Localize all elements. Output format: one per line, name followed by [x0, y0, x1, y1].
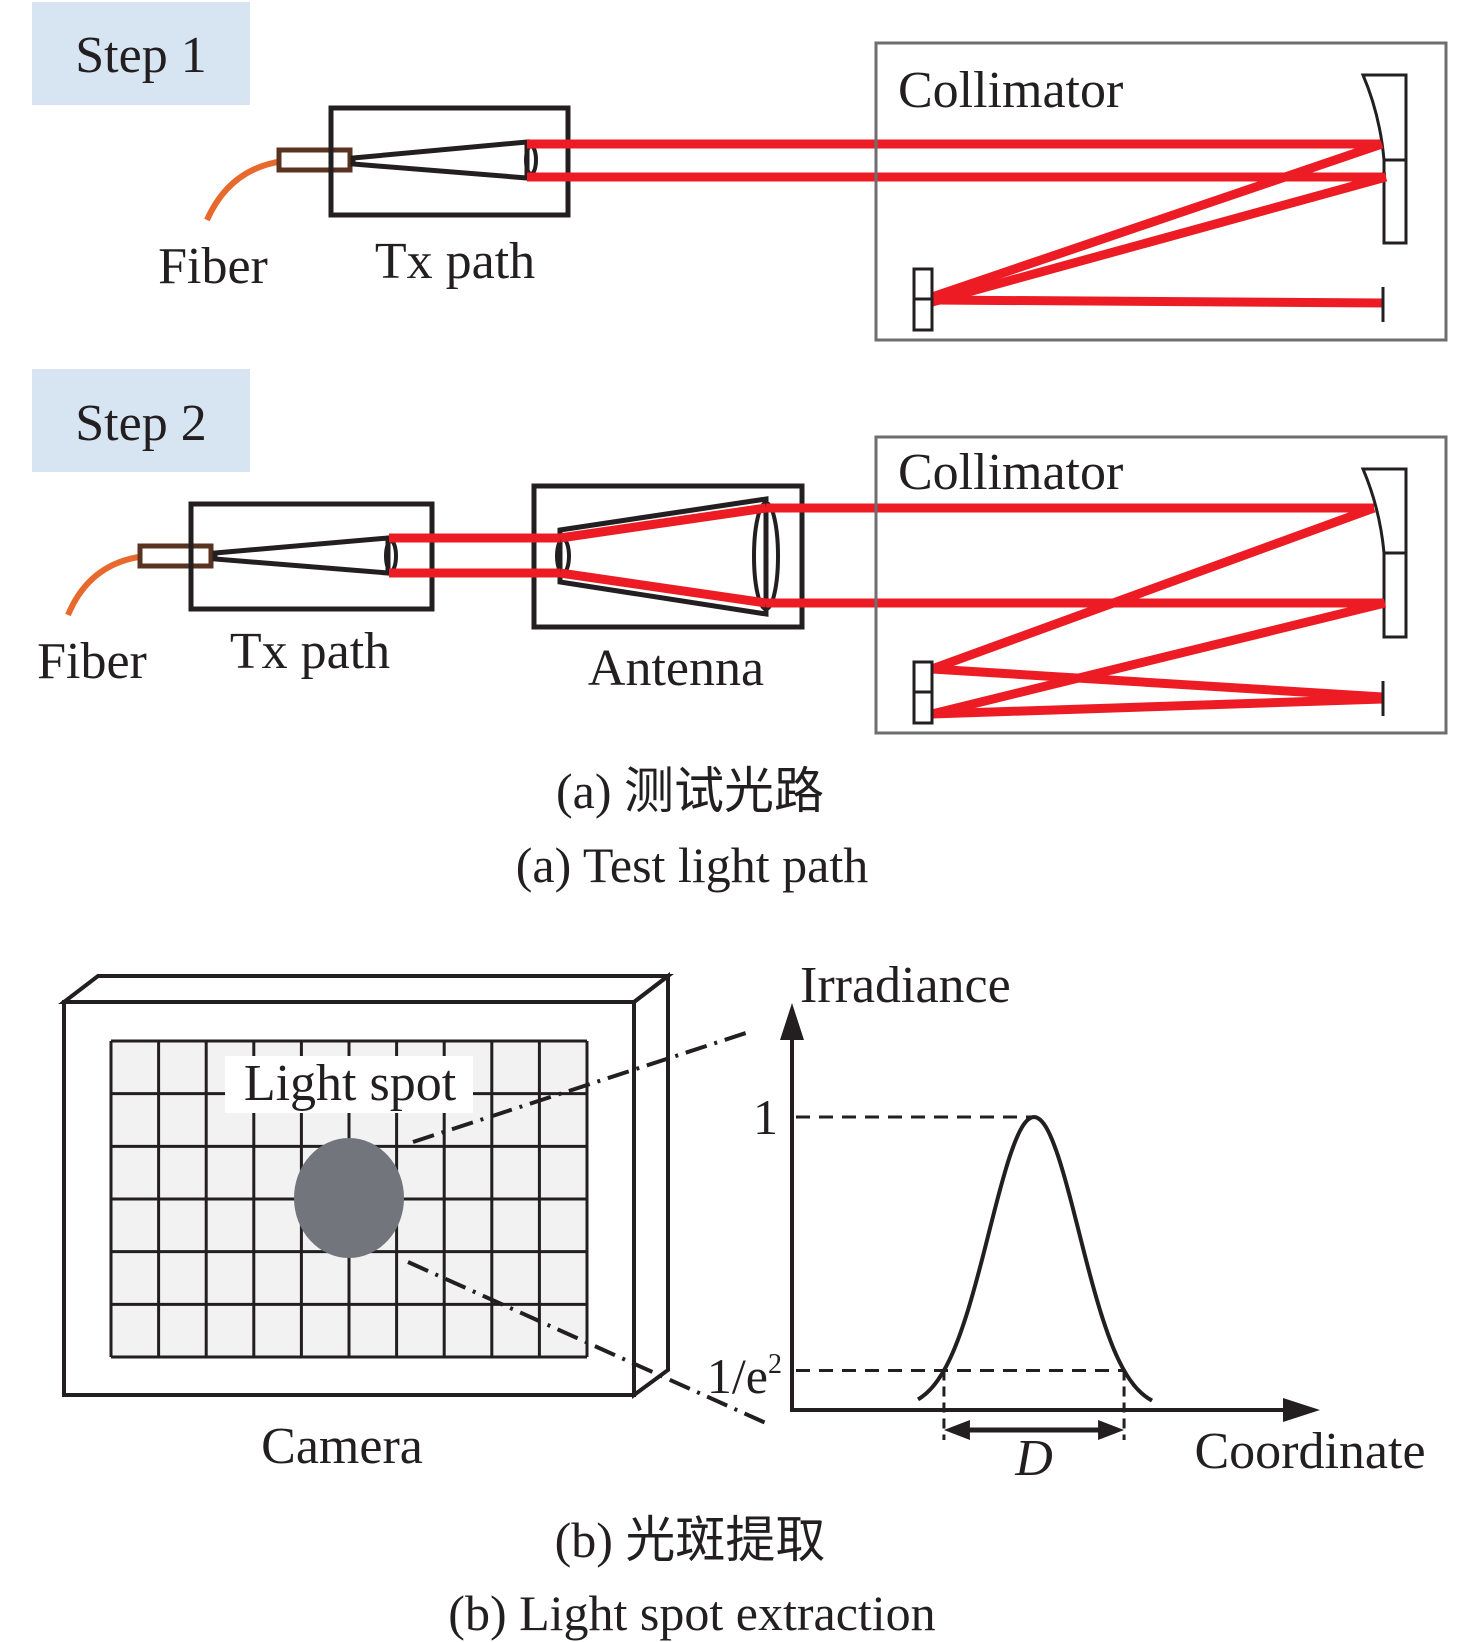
light-spot-label-bg	[225, 1056, 473, 1113]
fiber-label: Fiber	[37, 633, 147, 690]
projection-line-upper	[412, 1029, 753, 1144]
beam	[930, 598, 1387, 719]
y-axis-arrow-icon	[780, 1003, 804, 1040]
y-axis-label: Irradiance	[800, 957, 1011, 1014]
y-tick-threshold-base: 1/e	[707, 1348, 768, 1404]
d-arrowhead-right-icon	[1098, 1420, 1125, 1440]
light-spot-label: Light spot	[244, 1055, 457, 1112]
beam	[931, 295, 1384, 308]
beam	[559, 503, 767, 543]
antenna-box	[531, 483, 805, 630]
x-axis-label: Coordinate	[1194, 1423, 1425, 1480]
beam	[559, 568, 767, 608]
irradiance-plot: Irradiance Coordinate 1 1/e2 D	[707, 957, 1426, 1487]
y-tick-peak: 1	[753, 1089, 778, 1145]
step2-badge-text: Step 2	[75, 395, 206, 452]
caption-b-cn: (b) 光斑提取	[555, 1512, 826, 1568]
beam	[930, 172, 1388, 307]
beam	[930, 503, 1376, 674]
light-spot	[294, 1138, 404, 1258]
tx-cone-icon	[350, 139, 530, 181]
step2-group: Step 2 Fiber Tx path Antenna Collimator	[32, 369, 1448, 735]
caption-a-cn: (a) 测试光路	[556, 763, 824, 819]
tx-lens-icon	[384, 539, 398, 573]
fiber-icon	[204, 158, 285, 222]
beam	[930, 139, 1384, 302]
caption-a-en: (a) Test light path	[516, 837, 868, 893]
fiber-label: Fiber	[158, 238, 268, 295]
x-axis-arrow-icon	[1283, 1398, 1320, 1422]
step2-badge	[32, 369, 250, 472]
projection-line-lower	[407, 1260, 769, 1426]
collimator-box	[874, 41, 1448, 342]
beam	[931, 664, 1384, 702]
beam	[931, 694, 1384, 719]
tx-lens-icon	[524, 144, 538, 176]
camera-label: Camera	[261, 1418, 423, 1475]
collimator-box	[874, 435, 1448, 735]
d-label: D	[1014, 1430, 1053, 1487]
camera-side-face	[632, 971, 670, 1399]
tx-cone-icon	[212, 535, 391, 576]
fiber-icon	[65, 553, 147, 617]
tx-path-box	[328, 105, 571, 218]
caption-b-en: (b) Light spot extraction	[448, 1585, 935, 1641]
y-tick-threshold-sup: 2	[768, 1349, 782, 1380]
fiber-connector-icon	[276, 147, 353, 173]
collimator-label: Collimator	[898, 444, 1123, 501]
irradiance-curve	[916, 1114, 1154, 1403]
y-tick-threshold: 1/e2	[707, 1348, 782, 1404]
step1-group: Step 1 Fiber Tx path Collimator	[32, 2, 1448, 342]
antenna-label: Antenna	[588, 640, 764, 697]
camera-front-face	[62, 1000, 636, 1397]
camera-group: Light spot Camera	[58, 971, 769, 1475]
concave-mirror-icon	[1360, 467, 1408, 639]
antenna-small-lens-icon	[555, 537, 571, 575]
fiber-connector-icon	[137, 543, 214, 569]
concave-mirror-icon	[1360, 73, 1408, 245]
step1-badge	[32, 2, 250, 105]
antenna-horn-icon	[557, 496, 769, 617]
collimator-label: Collimator	[898, 62, 1123, 119]
tx-path-label: Tx path	[230, 623, 390, 680]
tx-path-box	[188, 501, 435, 612]
d-arrowhead-left-icon	[943, 1420, 970, 1440]
antenna-large-lens-icon	[752, 501, 780, 611]
step1-badge-text: Step 1	[75, 27, 206, 84]
tx-path-label: Tx path	[375, 233, 535, 290]
camera-top-face	[58, 974, 674, 1004]
